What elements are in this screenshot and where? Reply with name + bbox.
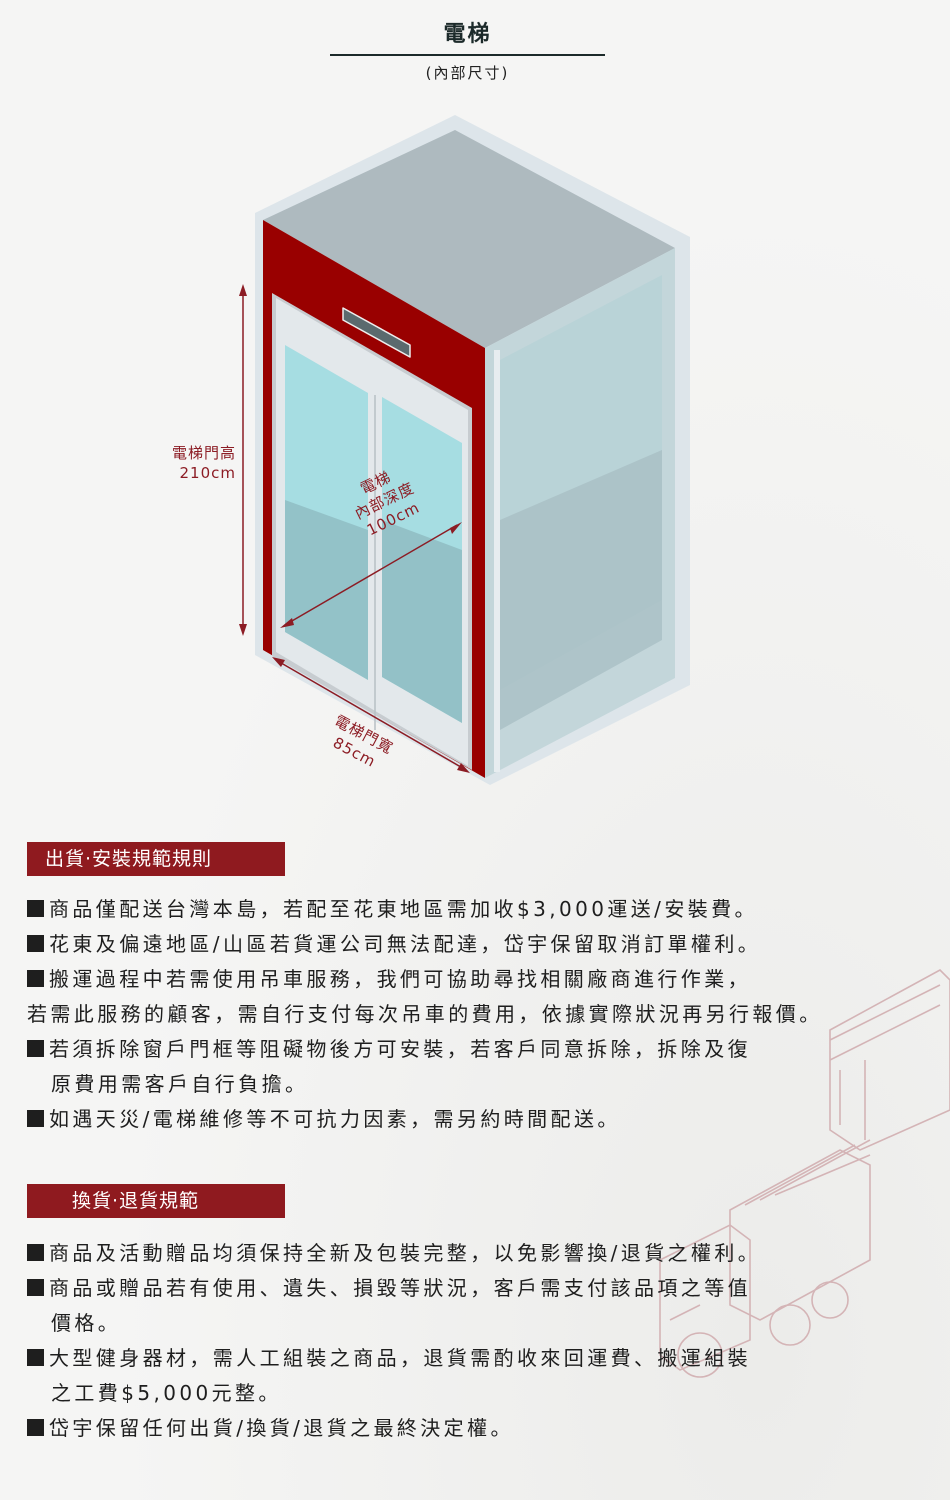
title-divider (330, 54, 605, 56)
square-bullet-icon (27, 900, 44, 917)
square-bullet-icon (27, 1419, 44, 1436)
square-bullet-icon (27, 1110, 44, 1127)
return-rule-item: 商品及活動贈品均須保持全新及包裝完整，以免影響換/退貨之權利。 (27, 1236, 897, 1271)
square-bullet-icon (27, 935, 44, 952)
shipping-rule-item: 花東及偏遠地區/山區若貨運公司無法配達，岱宇保留取消訂單權利。 (27, 927, 897, 962)
page-title: 電梯 (443, 22, 492, 47)
return-rule-item: 岱宇保留任何出貨/換貨/退貨之最終決定權。 (27, 1411, 897, 1446)
shipping-rules-heading: 出貨‧安裝規範規則 (27, 842, 285, 876)
door-height-label: 電梯門高 (171, 444, 236, 462)
shipping-rule-item: 搬運過程中若需使用吊車服務，我們可協助尋找相關廠商進行作業， 若需此服務的顧客，… (27, 967, 823, 1026)
return-rule-item: 大型健身器材，需人工組裝之商品，退貨需酌收來回運費、搬運組裝 之工費$5,000… (27, 1341, 897, 1411)
square-bullet-icon (27, 1040, 44, 1057)
elevator-illustration (239, 115, 690, 785)
door-height-value: 210cm (179, 464, 236, 482)
square-bullet-icon (27, 1244, 44, 1261)
shipping-rule-item: 商品僅配送台灣本島，若配至花東地區需加收$3,000運送/安裝費。 (27, 892, 897, 927)
square-bullet-icon (27, 1349, 44, 1366)
shipping-rule-item: 如遇天災/電梯維修等不可抗力因素，需另約時間配送。 (27, 1102, 897, 1137)
square-bullet-icon (27, 1279, 44, 1296)
door-height-annotation: 電梯門高 210cm (150, 443, 236, 483)
shipping-rules-list: 商品僅配送台灣本島，若配至花東地區需加收$3,000運送/安裝費。 花東及偏遠地… (27, 892, 897, 1137)
return-rules-list: 商品及活動贈品均須保持全新及包裝完整，以免影響換/退貨之權利。 商品或贈品若有使… (27, 1236, 897, 1446)
return-rule-item: 商品或贈品若有使用、遺失、損毀等狀況，客戶需支付該品項之等值 價格。 (27, 1271, 897, 1341)
return-rules-heading: 換貨‧退貨規範 (27, 1184, 285, 1218)
page-header: 電梯 (內部尺寸) (330, 20, 605, 83)
square-bullet-icon (27, 970, 44, 987)
shipping-rule-item: 若須拆除窗戶門框等阻礙物後方可安裝，若客戶同意拆除，拆除及復 原費用需客戶自行負… (27, 1032, 897, 1102)
page-subtitle: (內部尺寸) (425, 64, 510, 82)
